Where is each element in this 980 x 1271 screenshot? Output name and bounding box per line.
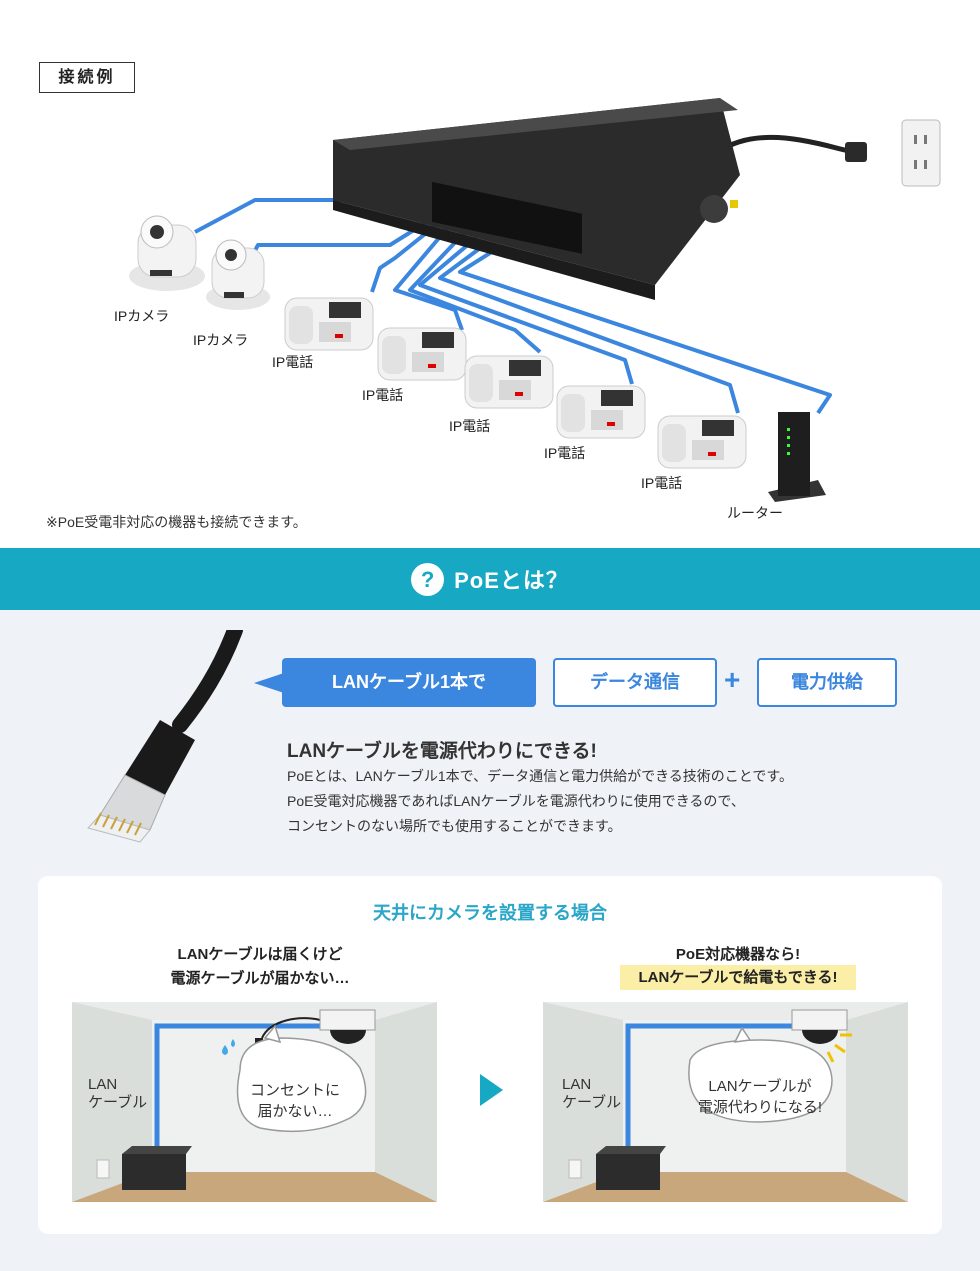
ip-camera-1-icon [129, 215, 205, 291]
label-phone-3: IP電話 [449, 418, 491, 434]
left-room [72, 1002, 437, 1202]
label-phone-4: IP電話 [544, 445, 586, 461]
label-camera-1: IPカメラ [114, 308, 170, 324]
poe-title: PoEとは？ [454, 568, 569, 593]
wall-outlet-icon [901, 119, 941, 187]
label-router: ルーター [727, 505, 783, 521]
right-lan-label-1: LAN [562, 1076, 592, 1093]
cable-router [458, 246, 832, 415]
cable-phone4 [418, 236, 634, 385]
lan-cable-callout: LANケーブル1本で [282, 658, 536, 707]
right-room [543, 1002, 908, 1202]
left-bubble-line-2: 届かない… [257, 1103, 333, 1120]
power-plug [845, 142, 867, 162]
label-camera-2: IPカメラ [193, 332, 249, 348]
ip-phone-3-icon [464, 355, 554, 409]
right-caption-line-1: PoE対応機器なら! [675, 946, 801, 963]
left-bubble-line-1: コンセントに [249, 1082, 340, 1099]
connection-diagram [129, 98, 941, 502]
lan-cables [194, 198, 832, 415]
example-label: 接続例 [39, 62, 135, 93]
arrow-right-icon [480, 1074, 503, 1106]
label-phone-5: IP電話 [641, 475, 683, 491]
left-lan-label-1: LAN [88, 1076, 118, 1093]
lan-cable-connector-icon [87, 630, 243, 843]
left-lan-label-2: ケーブル [88, 1094, 148, 1111]
left-caption-line-1: LANケーブルは届くけど [177, 946, 343, 963]
ceiling-card-title: 天井にカメラを設置する場合 [373, 903, 607, 923]
power-supply-box: 電力供給 [757, 658, 897, 707]
cable-phone1 [370, 220, 442, 293]
right-lan-label-2: ケーブル [562, 1094, 622, 1111]
footnote: ※PoE受電非対応の機器も接続できます。 [46, 514, 307, 530]
plus-sign: + [724, 664, 741, 695]
cable-phone2 [393, 223, 464, 331]
cable-phone5 [438, 241, 740, 414]
label-phone-2: IP電話 [362, 387, 404, 403]
connection-example-section: 接続例 IPカメラ IPカメラ IP電話 IP電話 IP電話 IP電話 IP電話… [0, 0, 980, 548]
poe-header-bar: ? PoEとは？ [0, 548, 980, 610]
ip-phone-2-icon [377, 327, 467, 381]
router-icon [768, 412, 826, 502]
cable-phone3 [408, 230, 542, 354]
left-caption-line-2: 電源ケーブルが届かない… [170, 970, 350, 987]
poe-description-line-1: PoEとは、LANケーブル1本で、データ通信と電力供給ができる技術のことです。 [287, 768, 793, 784]
room-illustrations [72, 1002, 908, 1202]
data-communication-box: データ通信 [553, 658, 717, 707]
poe-headline: LANケーブルを電源代わりにできる! [287, 741, 597, 762]
poe-description-line-3: コンセントのない場所でも使用することができます。 [287, 818, 622, 834]
ip-phone-1-icon [284, 297, 374, 351]
ip-phone-4-icon [556, 385, 646, 439]
question-icon: ? [411, 562, 445, 596]
right-bubble-line-2: 電源代わりになる! [697, 1099, 823, 1116]
ip-phone-5-icon [657, 415, 747, 469]
right-caption-highlight: LANケーブルで給電もできる! [620, 965, 856, 990]
ip-camera-2-icon [206, 239, 270, 310]
poe-description-line-2: PoE受電対応機器であればLANケーブルを電源代わりに使用できるので、 [287, 793, 745, 809]
right-bubble-line-1: LANケーブルが [708, 1078, 812, 1095]
poe-switch-icon [333, 98, 740, 300]
label-phone-1: IP電話 [272, 354, 314, 370]
callout-pointer [254, 673, 284, 693]
